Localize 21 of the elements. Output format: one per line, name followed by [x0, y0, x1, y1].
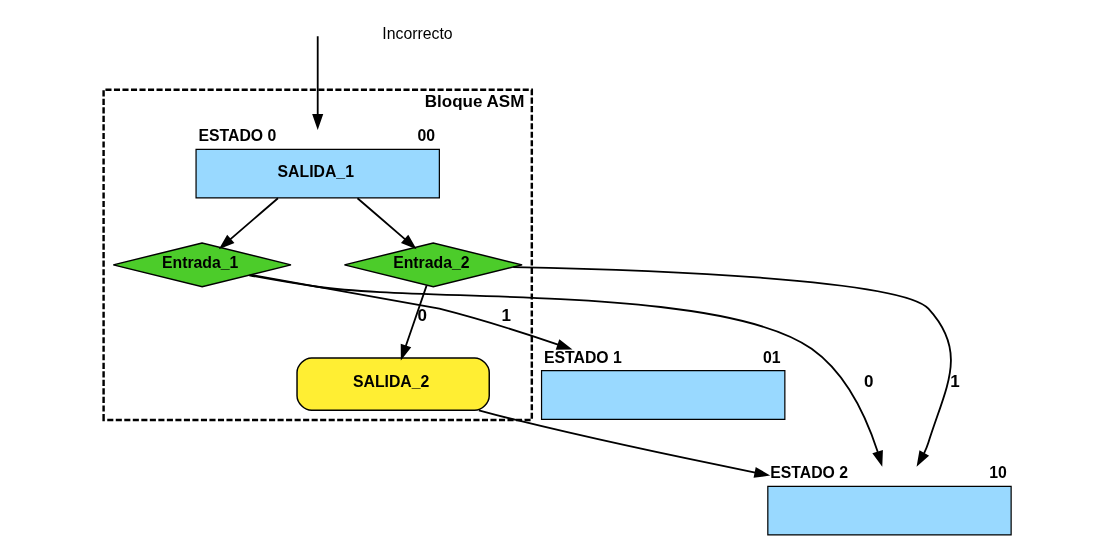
- node-label: ESTADO 0: [197, 127, 276, 145]
- node-diamond: Entrada_2: [343, 242, 523, 288]
- edge-label: 1: [500, 306, 511, 326]
- edge-label: 0: [416, 306, 427, 326]
- node-label: ESTADO 2: [769, 464, 848, 482]
- node-label: ESTADO 1: [543, 348, 622, 366]
- node-label: 10: [988, 464, 1007, 482]
- edge-label: 1: [949, 372, 960, 392]
- arrow: [477, 409, 770, 478]
- arrow: [247, 274, 883, 467]
- arrow: [311, 35, 323, 130]
- arrow: [218, 197, 279, 250]
- arrow: [511, 266, 952, 467]
- label: Incorrecto: [381, 25, 453, 43]
- node-diamond: Entrada_1: [112, 242, 292, 288]
- node-label: 01: [762, 348, 781, 366]
- node-label: 00: [416, 127, 435, 145]
- edge-label: 0: [863, 372, 873, 392]
- arrow: [400, 284, 428, 361]
- arrow: [356, 197, 417, 250]
- node-box: SALIDA_2: [295, 357, 490, 411]
